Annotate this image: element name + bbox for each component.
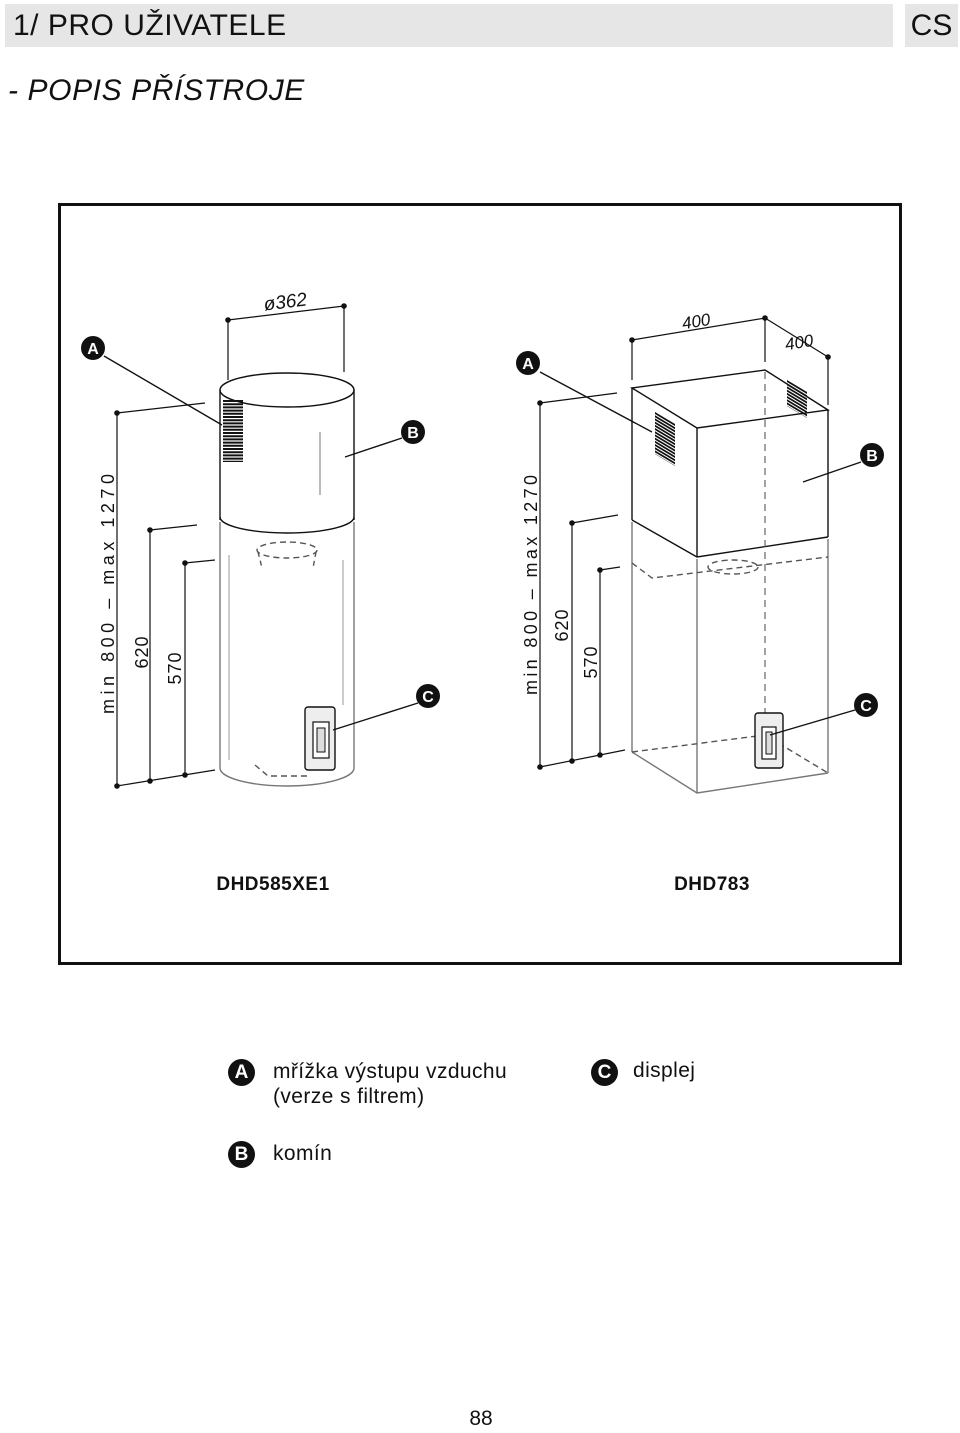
callout-c-letter: C: [422, 689, 434, 706]
width-depth-dimension-lines: [631, 317, 829, 405]
hood-bottom-hidden-lines: [631, 734, 829, 774]
legend-key-c: C: [591, 1059, 618, 1086]
dimension-dot: [569, 520, 575, 526]
height-dimension-lines: [539, 392, 626, 768]
legend-text-a-line1: mřížka výstupu vzduchu: [273, 1060, 508, 1083]
hood-body-edges: [631, 522, 829, 794]
right-height-570-label: 570: [581, 645, 601, 678]
depth-label: 400: [784, 331, 816, 354]
dimension-dot: [114, 410, 120, 416]
dimension-dot: [182, 772, 188, 778]
left-height-570-label: 570: [165, 651, 185, 684]
dimension-dot: [225, 317, 231, 323]
language-code-badge: CS: [905, 4, 958, 47]
dimension-dot: [597, 567, 603, 573]
callout-b-badge: [401, 420, 425, 444]
hood-hidden-lines: [631, 556, 829, 579]
callout-b-badge: [860, 443, 884, 467]
legend-text-c: displej: [633, 1059, 696, 1082]
dimension-dot: [114, 783, 120, 789]
legend-key-b: B: [228, 1141, 255, 1168]
right-height-620-label: 620: [552, 608, 572, 641]
width-label: 400: [681, 310, 713, 333]
callout-b-letter: B: [407, 425, 419, 442]
right-dimension-dots: [537, 315, 831, 770]
right-height-range-label: min 800 – max 1270: [521, 475, 541, 695]
legend-text-b: komín: [273, 1142, 333, 1165]
hood-motor-hidden-outline: [707, 559, 759, 575]
left-height-range-label: min 800 – max 1270: [98, 474, 118, 714]
right-callouts: A B C: [516, 351, 884, 736]
callout-a-letter: A: [87, 341, 99, 358]
callout-a-letter: A: [522, 356, 534, 373]
display-panel: [754, 712, 784, 769]
dimension-dot: [629, 337, 635, 343]
callout-a-badge: [81, 336, 105, 360]
legend-text-a-line2: (verze s filtrem): [273, 1085, 425, 1108]
hood-body-outline: [219, 522, 355, 787]
appliance-figure: min 800 – max 1270 620 570 ø362 A B C DH…: [58, 203, 902, 965]
box-hood-drawing: [629, 369, 830, 794]
left-callouts: A B C: [81, 336, 440, 731]
dimension-dot: [569, 758, 575, 764]
hood-body-highlights: [228, 555, 344, 760]
left-dimension-dots: [114, 303, 347, 789]
dimension-dot: [762, 315, 768, 321]
callout-a-badge: [516, 351, 540, 375]
left-height-620-label: 620: [132, 635, 152, 668]
callout-b-letter: B: [866, 448, 878, 465]
cylinder-hood-drawing: [219, 372, 355, 787]
callout-leader-lines: [539, 371, 862, 736]
page-header-title: 1/ PRO UŽIVATELE: [13, 9, 287, 42]
callout-c-letter: C: [860, 698, 872, 715]
chimney-side-lines: [219, 390, 355, 520]
left-dimension-lines: [116, 305, 345, 787]
legend-key-a: A: [228, 1059, 255, 1086]
height-dimension-lines: [116, 402, 216, 787]
dimension-dot: [537, 764, 543, 770]
figure-frame: [58, 203, 902, 965]
display-screen: [765, 731, 773, 755]
hood-hidden-lines: [257, 551, 317, 569]
diameter-dimension-lines: [227, 305, 345, 380]
section-title: - POPIS PŘÍSTROJE: [8, 74, 305, 107]
chimney-bottom-edge: [631, 519, 829, 558]
dimension-dot: [147, 527, 153, 533]
callout-c-badge: [854, 693, 878, 717]
dimension-dot: [537, 400, 543, 406]
right-dimension-lines: [539, 317, 829, 768]
callout-leader-lines: [103, 355, 419, 731]
dimension-dot: [341, 303, 347, 309]
left-model-label: DHD585XE1: [216, 874, 329, 895]
hood-bottom-hidden-lines: [254, 764, 310, 777]
dimension-dot: [597, 752, 603, 758]
right-model-label: DHD783: [674, 874, 750, 895]
chimney-bottom-edge: [219, 516, 355, 534]
dimension-dot: [825, 354, 831, 360]
dimension-dot: [147, 778, 153, 784]
header-bar: 1/ PRO UŽIVATELE: [5, 4, 893, 47]
callout-c-badge: [416, 684, 440, 708]
page-number: 88: [469, 1407, 493, 1430]
display-panel: [304, 706, 336, 771]
hood-motor-hidden-outline: [256, 541, 318, 559]
display-screen: [316, 727, 326, 753]
dimension-dot: [182, 560, 188, 566]
